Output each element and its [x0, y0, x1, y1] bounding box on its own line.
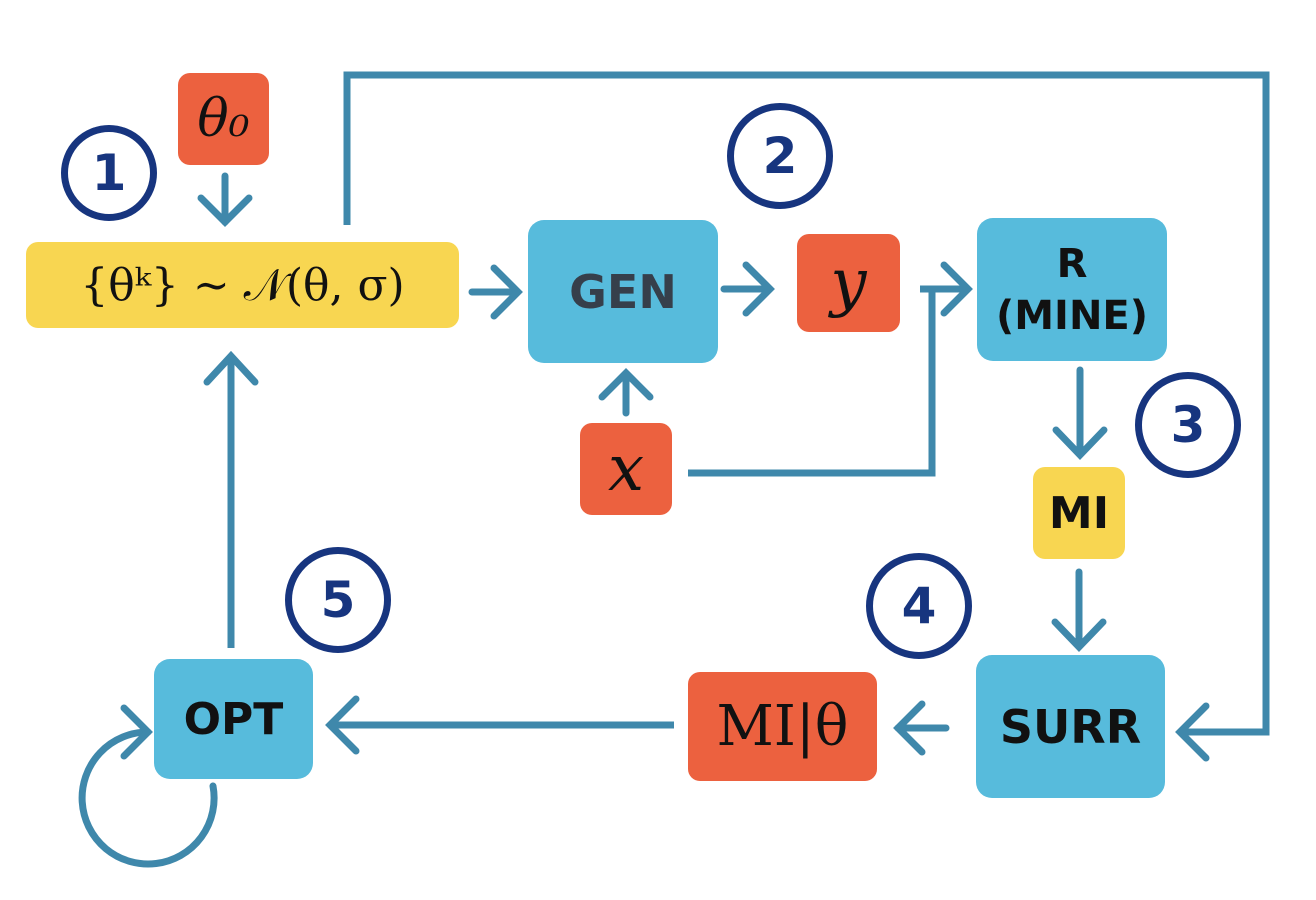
surr-label: SURR	[999, 699, 1142, 754]
step-badge-5: 5	[285, 547, 391, 653]
edge-surr-to-mi-given-theta	[893, 700, 950, 756]
step-number-4: 4	[901, 577, 937, 635]
step-number-1: 1	[91, 144, 127, 202]
mi-label: MI	[1048, 487, 1110, 539]
step-badge-3: 3	[1135, 372, 1241, 478]
step-badge-4: 4	[866, 553, 972, 659]
gen-label: GEN	[569, 264, 677, 319]
step-badge-1: 1	[61, 125, 157, 221]
node-mine: R (MINE)	[977, 218, 1167, 361]
edge-sampling-to-surr	[343, 71, 1270, 762]
node-sampling-distribution: {θᵏ} ∼ 𝒩(θ, σ)	[26, 242, 459, 328]
node-surr: SURR	[976, 655, 1165, 798]
y-label: y	[830, 246, 867, 320]
step-number-2: 2	[762, 127, 798, 185]
edge-gen-to-y	[720, 261, 775, 317]
edge-sampling-to-gen	[468, 264, 523, 320]
edge-mi-given-theta-to-opt	[325, 695, 674, 755]
edge-mi-to-surr	[1051, 568, 1107, 653]
mine-label-line2: (MINE)	[995, 292, 1149, 339]
mine-label-line1: R	[1056, 240, 1088, 287]
step-badge-2: 2	[727, 103, 833, 209]
node-mi-given-theta: MI|θ	[688, 672, 877, 781]
edge-y-to-mine	[920, 261, 973, 317]
theta0-label: θ₀	[197, 89, 250, 149]
node-x: x	[580, 423, 672, 515]
edge-x-to-gen	[598, 368, 654, 417]
step-number-5: 5	[320, 571, 356, 629]
node-mi: MI	[1033, 467, 1125, 559]
edge-mine-to-mi	[1052, 366, 1108, 461]
node-opt: OPT	[154, 659, 313, 779]
x-label: x	[607, 432, 645, 506]
node-gen: GEN	[528, 220, 718, 363]
step-number-3: 3	[1170, 396, 1206, 454]
edge-theta0-to-sampling	[197, 172, 253, 227]
node-y: y	[797, 234, 900, 332]
opt-label: OPT	[183, 693, 284, 745]
edge-x-to-mine	[688, 289, 936, 477]
node-theta0: θ₀	[178, 73, 269, 165]
mi-given-theta-label: MI|θ	[716, 694, 849, 759]
edge-opt-to-sampling	[203, 350, 259, 648]
sampling-distribution-label: {θᵏ} ∼ 𝒩(θ, σ)	[80, 259, 405, 311]
edge-opt-self-loop	[78, 704, 218, 868]
